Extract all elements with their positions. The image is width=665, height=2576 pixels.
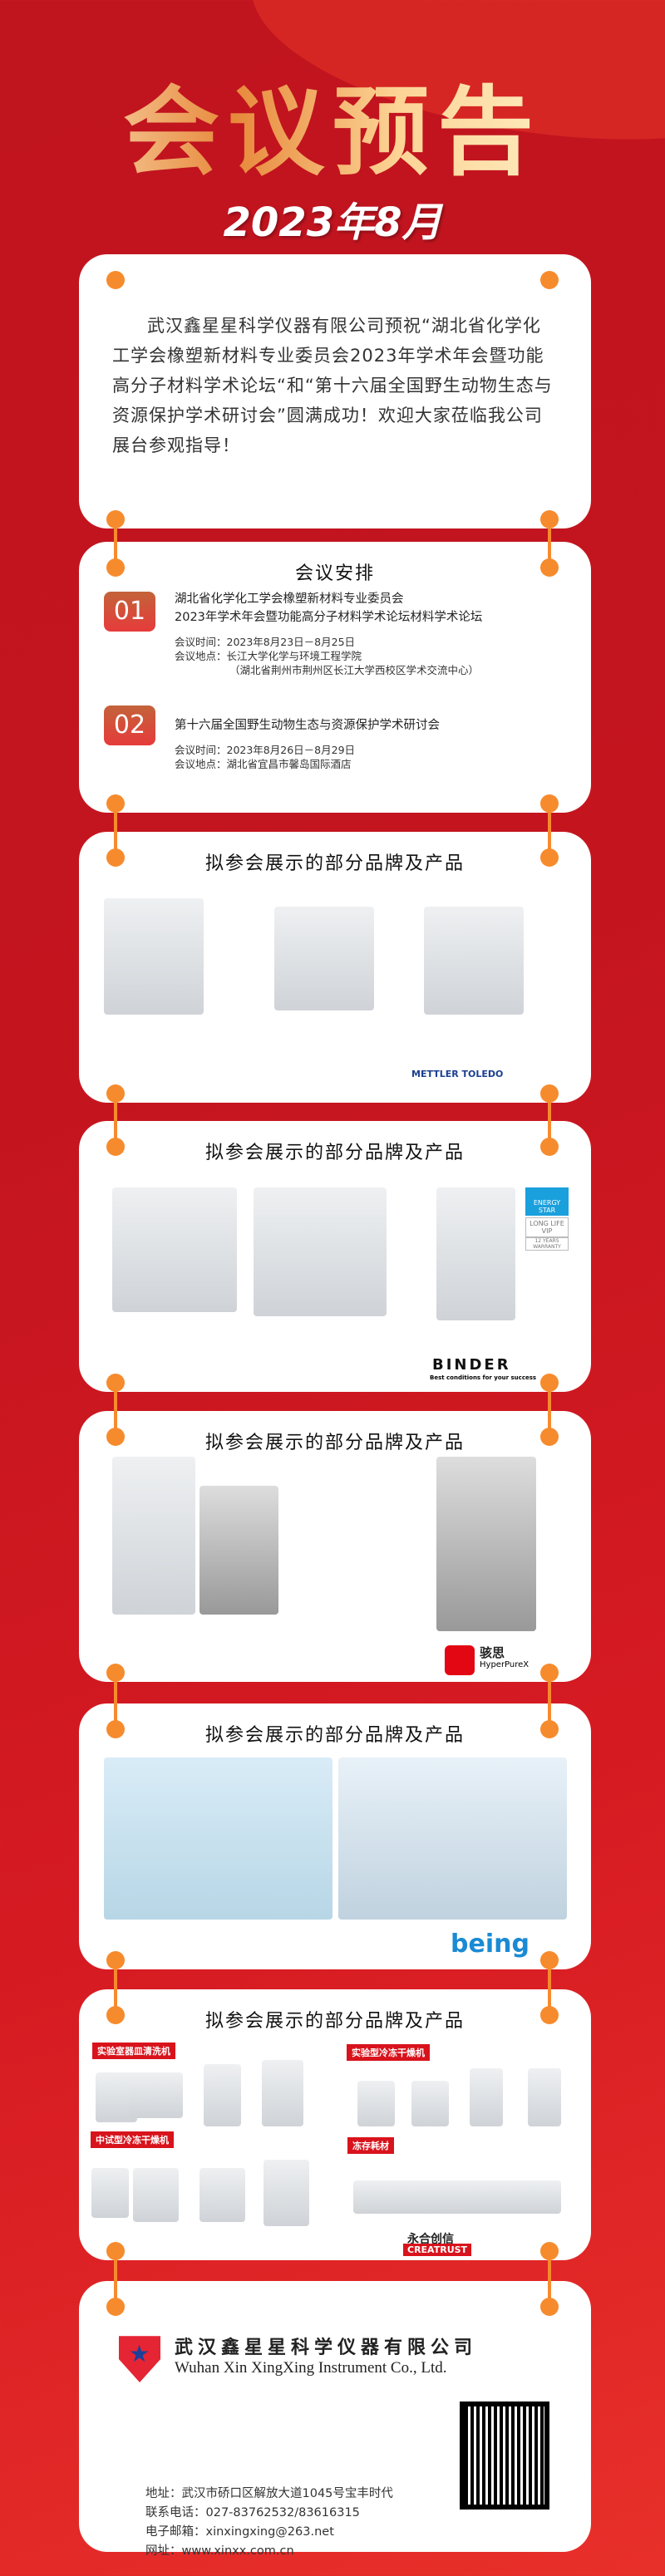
product-image — [411, 2081, 449, 2126]
brand-title: 拟参会展示的部分品牌及产品 — [204, 2011, 465, 2032]
website-link[interactable]: 网址：www.xinxx.com.cn — [145, 2544, 294, 2558]
brand-title: 拟参会展示的部分品牌及产品 — [204, 853, 465, 874]
connector-dot — [540, 271, 559, 289]
hyperpurex-logo-icon — [445, 1645, 475, 1675]
connector-line — [114, 1672, 117, 1730]
titrator-image — [424, 907, 524, 1015]
connector-line — [548, 519, 551, 568]
connector-line — [114, 803, 117, 858]
schedule-card: 会议安排 01 湖北省化学化工学会橡塑新材料专业委员会 2023年学术年会暨功能… — [79, 542, 591, 813]
connector-line — [548, 2250, 551, 2308]
brand-card-hyperpurex: 拟参会展示的部分品牌及产品 骇思 HyperPureX — [79, 1411, 591, 1682]
schedule-number: 02 — [104, 705, 155, 745]
company-logo: ★ — [119, 2336, 160, 2382]
connector-line — [114, 1093, 117, 1148]
connector-line — [548, 1382, 551, 1438]
mettler-logo: METTLER TOLEDO — [411, 1069, 504, 1079]
incubators-image — [104, 1757, 332, 1920]
product-image — [129, 2072, 183, 2118]
connector-line — [548, 1093, 551, 1148]
creatrust-logo: CREATRUST — [403, 2244, 472, 2256]
brand-title: 拟参会展示的部分品牌及产品 — [204, 1143, 465, 1163]
being-logo: being — [451, 1930, 530, 1959]
binder-logo: BINDER — [432, 1356, 511, 1374]
freezer-image — [436, 1187, 515, 1320]
meeting-name: 湖北省化学化工学会橡塑新材料专业委员会 — [175, 592, 404, 606]
schedule-title: 会议安排 — [294, 563, 375, 584]
product-image — [133, 2168, 179, 2222]
intro-card: 武汉鑫星星科学仪器有限公司预祝“湖北省化学化工学会橡塑新材料专业委员会2023年… — [79, 254, 591, 528]
product-image — [528, 2068, 561, 2126]
product-image — [264, 2160, 309, 2226]
brand-card-mettler: 拟参会展示的部分品牌及产品 METTLER TOLEDO — [79, 832, 591, 1103]
hyperpurex-logo-en: HyperPureX — [480, 1660, 530, 1669]
water-purifier-image — [436, 1457, 536, 1631]
brand-card-creatrust: 拟参会展示的部分品牌及产品 实验室器皿清洗机 实验型冷冻干燥机 中试型冷冻干燥机… — [79, 1989, 591, 2260]
oven-image — [254, 1187, 387, 1316]
schedule-item: 第十六届全国野生动物生态与资源保护学术研讨会 会议时间：2023年8月26日－8… — [175, 716, 440, 771]
balance-image — [104, 898, 204, 1015]
creatrust-logo-cn: 永合创信 — [407, 2233, 454, 2246]
connector-line — [548, 1959, 551, 2016]
email: 电子邮箱：xinxingxing@263.net — [145, 2525, 334, 2539]
connector-dot — [106, 271, 125, 289]
brand-card-being: 拟参会展示的部分品牌及产品 being — [79, 1703, 591, 1969]
category-tag: 中试型冷冻干燥机 — [91, 2131, 174, 2148]
connector-line — [114, 1959, 117, 2016]
page-title: 会议预告 — [0, 54, 665, 194]
water-system-image — [200, 1486, 278, 1615]
brand-card-binder: 拟参会展示的部分品牌及产品 ENERGY STAR LONG LIFE VIP … — [79, 1121, 591, 1392]
brand-title: 拟参会展示的部分品牌及产品 — [204, 1725, 465, 1746]
schedule-number: 01 — [104, 592, 155, 632]
meeting-place: 会议地点：长江大学化学与环境工程学院 — [175, 650, 362, 662]
connector-line — [114, 519, 117, 568]
category-tag: 冻存耗材 — [347, 2137, 394, 2154]
hyperpurex-logo: 骇思 — [480, 1645, 505, 1660]
meeting-name: 2023年学术年会暨功能高分子材料学术论坛材料学术论坛 — [175, 611, 483, 624]
qr-code — [460, 2401, 549, 2510]
connector-line — [548, 803, 551, 858]
category-tag: 实验型冷冻干燥机 — [347, 2044, 430, 2061]
connector-line — [114, 2250, 117, 2308]
meeting-time: 会议时间：2023年8月23日－8月25日 — [175, 636, 356, 648]
intro-text: 武汉鑫星星科学仪器有限公司预祝“湖北省化学化工学会橡塑新材料专业委员会2023年… — [112, 316, 553, 455]
connector-line — [114, 1382, 117, 1438]
binder-slogan: Best conditions for your success — [430, 1374, 537, 1381]
phone: 联系电话：027-83762532/83616315 — [145, 2506, 360, 2519]
incubator-image — [112, 1187, 237, 1312]
schedule-item: 湖北省化学化工学会橡塑新材料专业委员会 2023年学术年会暨功能高分子材料学术论… — [175, 590, 482, 677]
meeting-time: 会议时间：2023年8月26日－8月29日 — [175, 744, 356, 756]
page-date: 2023年8月 — [223, 199, 442, 246]
product-image — [91, 2168, 129, 2218]
product-image — [262, 2060, 303, 2126]
brand-title: 拟参会展示的部分品牌及产品 — [204, 1433, 465, 1453]
meeting-place: 会议地点：湖北省宜昌市馨岛国际酒店 — [175, 758, 352, 770]
certification-badges: ENERGY STAR LONG LIFE VIP 12 YEARS WARRA… — [525, 1187, 569, 1251]
evaporators-image — [338, 1757, 567, 1920]
product-image — [200, 2168, 245, 2222]
company-name-cn: 武汉鑫星星科学仪器有限公司 — [175, 2338, 478, 2358]
category-tag: 实验室器皿清洗机 — [92, 2043, 175, 2059]
water-system-image — [112, 1457, 195, 1615]
connector-line — [548, 1672, 551, 1730]
company-card: ★ 武汉鑫星星科学仪器有限公司 Wuhan Xin XingXing Instr… — [79, 2281, 591, 2558]
contact-info: 地址：武汉市硚口区解放大道1045号宝丰时代 联系电话：027-83762532… — [145, 2485, 393, 2561]
product-image — [353, 2180, 561, 2214]
meeting-name: 第十六届全国野生动物生态与资源保护学术研讨会 — [175, 719, 440, 732]
product-image — [204, 2064, 241, 2126]
product-image — [470, 2068, 503, 2126]
company-name-en: Wuhan Xin XingXing Instrument Co., Ltd. — [175, 2359, 447, 2377]
meeting-place-detail: （湖北省荆州市荆州区长江大学西校区学术交流中心） — [229, 664, 480, 676]
ph-meter-image — [274, 907, 374, 1010]
address: 地址：武汉市硚口区解放大道1045号宝丰时代 — [145, 2487, 393, 2500]
product-image — [357, 2081, 395, 2126]
